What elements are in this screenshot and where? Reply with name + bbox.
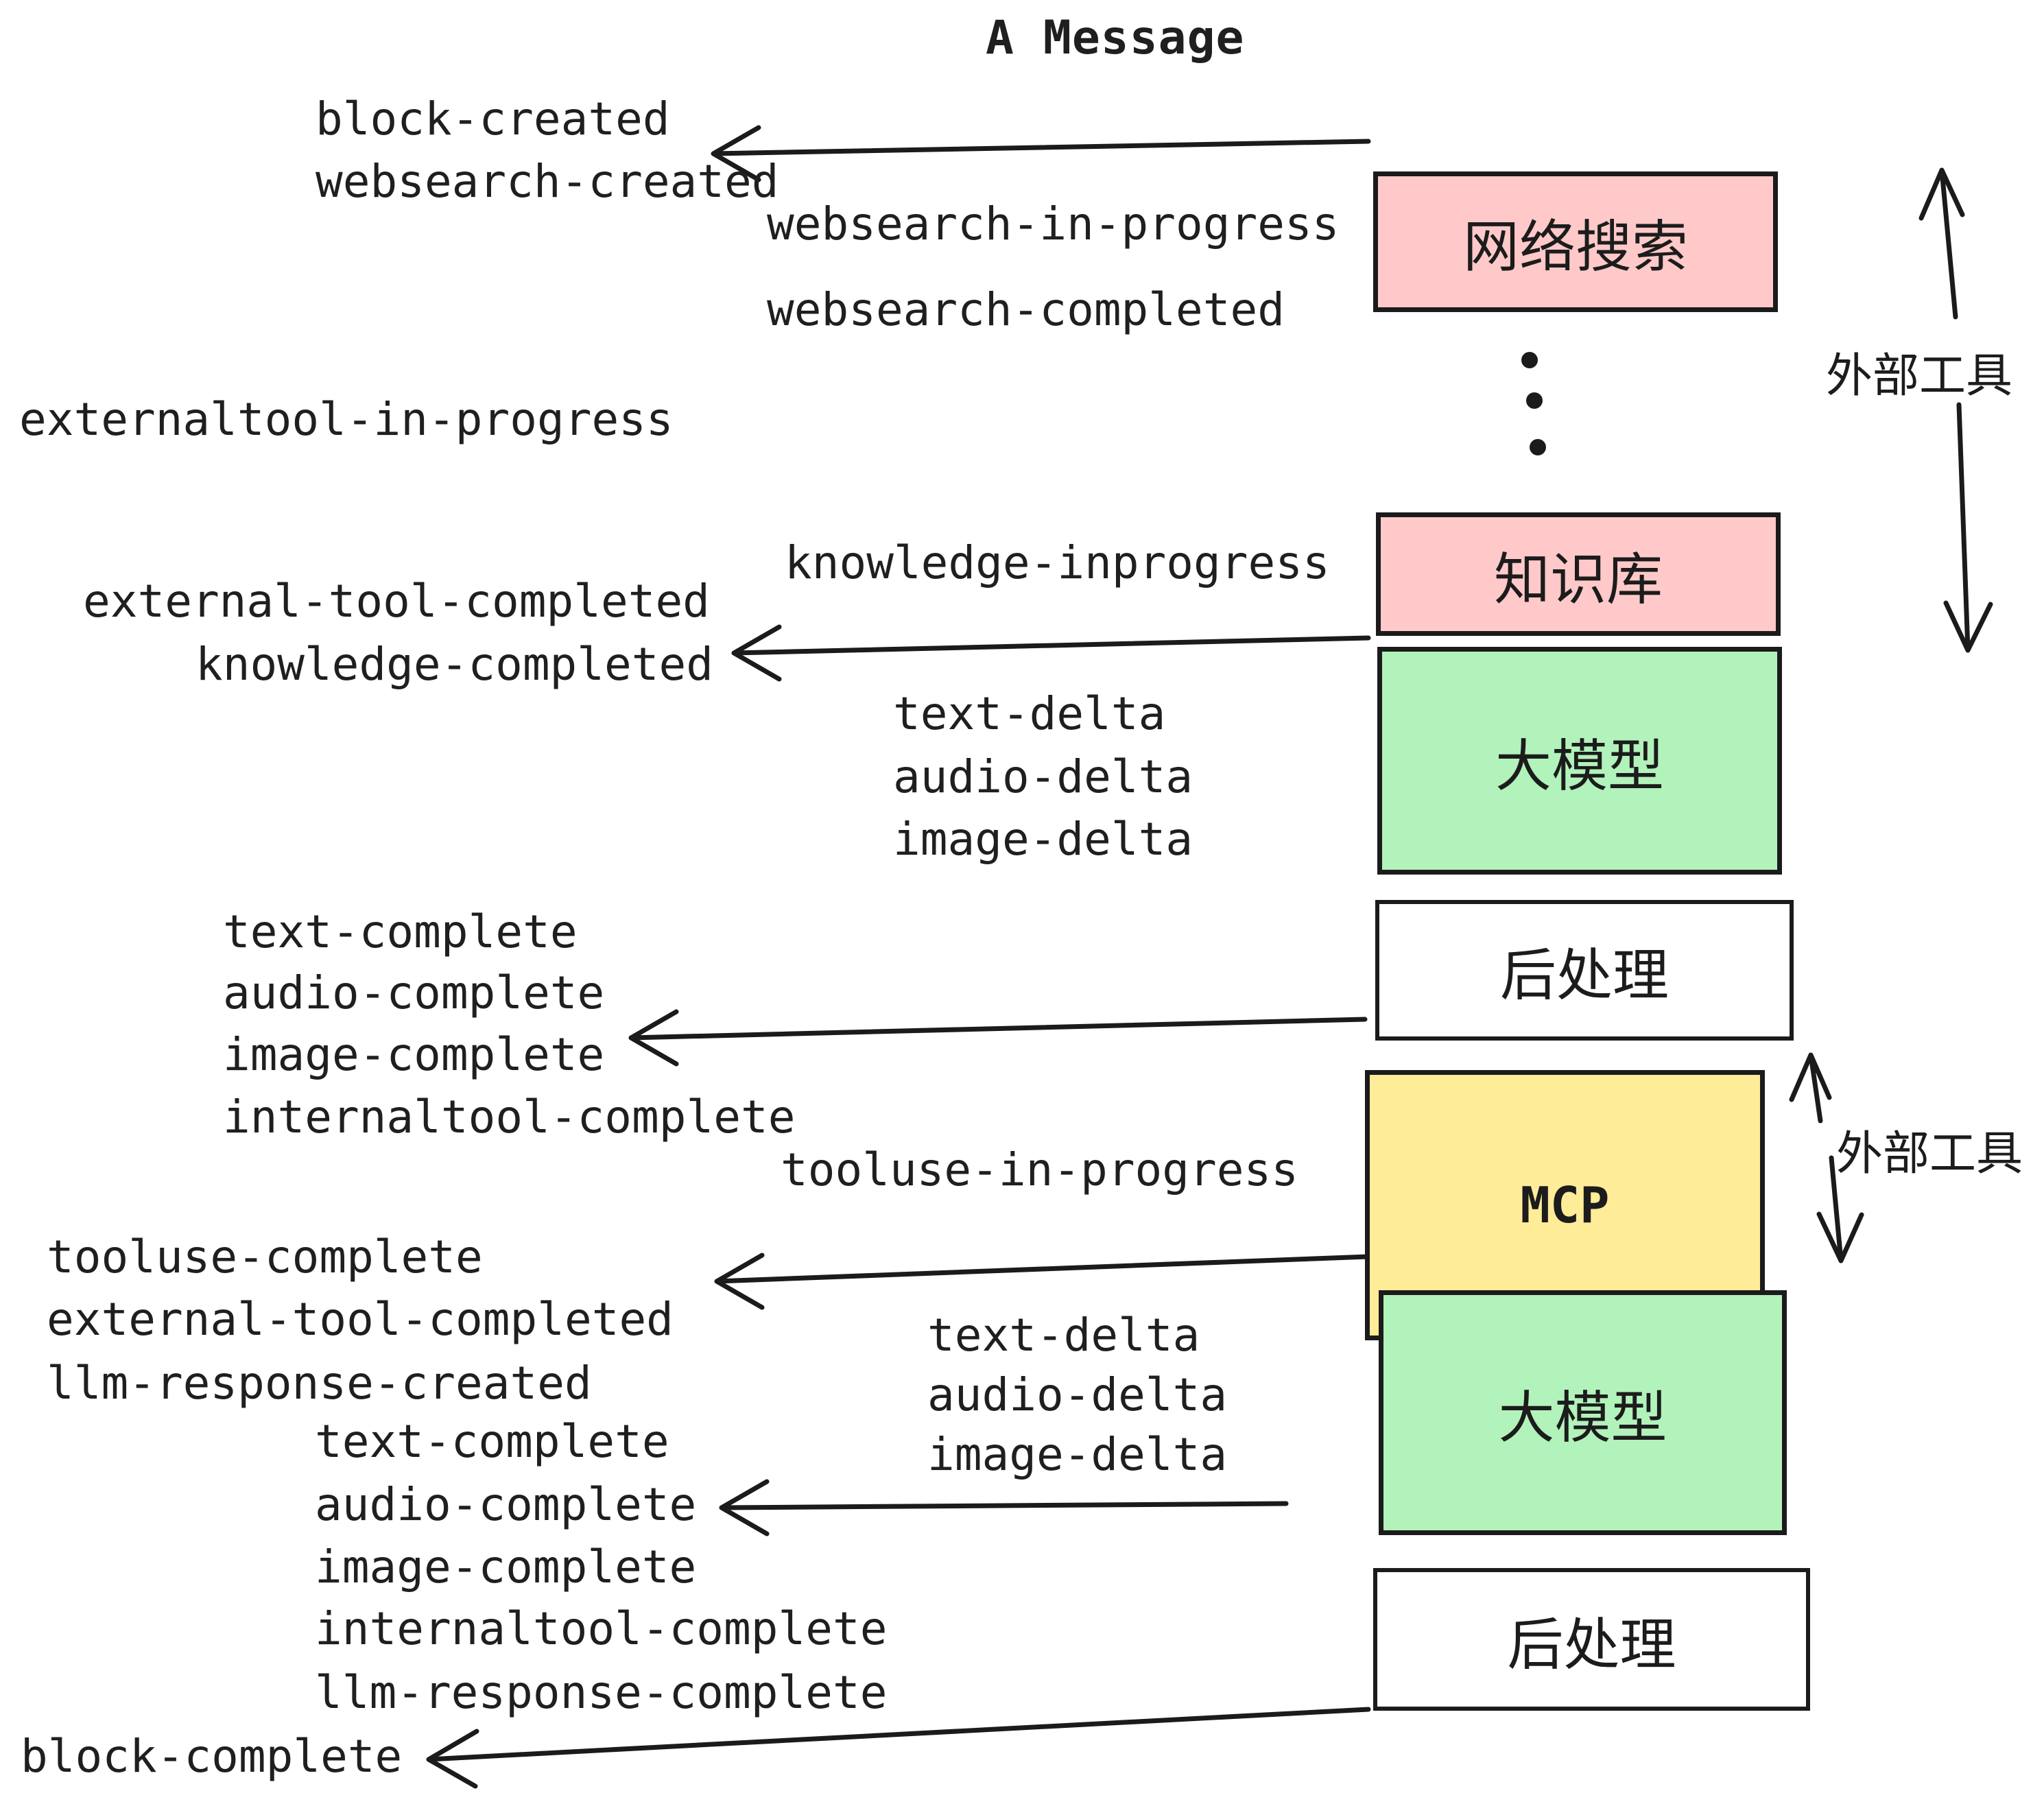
event-image-delta: image-delta [893, 813, 1193, 866]
event-block-complete: block-complete [21, 1730, 403, 1783]
event-external-tool-completed-2: external-tool-completed [47, 1293, 674, 1346]
event-internaltool-complete: internaltool-complete [223, 1091, 796, 1143]
event-image-delta-2: image-delta [927, 1428, 1228, 1481]
box-llm-2: 大模型 [1379, 1290, 1787, 1535]
box-knowledge-base-label: 知识库 [1493, 547, 1663, 613]
arrow-left-icon [719, 1479, 1289, 1536]
box-llm-1-label: 大模型 [1495, 733, 1664, 799]
event-audio-complete-2: audio-complete [315, 1478, 697, 1531]
event-internaltool-complete-2: internaltool-complete [315, 1602, 888, 1655]
arrow-up-icon [1789, 1052, 1832, 1124]
arrow-left-icon [628, 1009, 1368, 1067]
external-tools-label-top: 外部工具 [1826, 349, 2013, 403]
arrow-left-icon [426, 1707, 1371, 1789]
arrow-left-icon [731, 624, 1371, 682]
box-post-processing-1-label: 后处理 [1499, 943, 1669, 1008]
box-mcp-label: MCP [1520, 1176, 1610, 1234]
box-llm-1: 大模型 [1377, 647, 1782, 875]
event-llm-response-complete: llm-response-complete [315, 1666, 888, 1719]
box-post-processing-2: 后处理 [1373, 1568, 1810, 1711]
event-websearch-in-progress: websearch-in-progress [767, 198, 1340, 250]
arrow-left-icon [714, 1253, 1371, 1310]
external-tools-label-bottom: 外部工具 [1836, 1127, 2023, 1181]
event-text-delta: text-delta [893, 687, 1166, 740]
event-websearch-completed: websearch-completed [767, 283, 1285, 336]
event-text-delta-2: text-delta [927, 1309, 1200, 1362]
event-tooluse-complete: tooluse-complete [47, 1231, 483, 1283]
event-knowledge-completed: knowledge-completed [195, 638, 713, 691]
event-text-complete-2: text-complete [315, 1415, 669, 1468]
event-block-created: block-created [316, 93, 670, 145]
page-title: A Message [986, 11, 1245, 65]
box-llm-2-label: 大模型 [1498, 1386, 1667, 1451]
event-externaltool-in-progress: externaltool-in-progress [19, 393, 674, 446]
event-text-complete: text-complete [223, 905, 578, 958]
event-websearch-created: websearch-created [316, 155, 779, 208]
arrow-down-icon [1943, 402, 1993, 653]
box-knowledge-base: 知识库 [1376, 512, 1781, 636]
box-websearch: 网络搜索 [1373, 171, 1778, 312]
event-tooluse-in-progress: tooluse-in-progress [781, 1143, 1298, 1196]
event-knowledge-inprogress: knowledge-inprogress [785, 536, 1330, 589]
box-post-processing-1: 后处理 [1375, 900, 1794, 1041]
event-image-complete-2: image-complete [315, 1541, 697, 1593]
box-websearch-label: 网络搜索 [1462, 215, 1688, 280]
box-post-processing-2-label: 后处理 [1507, 1612, 1676, 1678]
event-audio-delta: audio-delta [893, 750, 1193, 803]
arrow-left-icon [711, 125, 1371, 182]
event-image-complete: image-complete [223, 1028, 605, 1081]
event-audio-complete: audio-complete [223, 966, 605, 1019]
arrow-up-icon [1918, 167, 1965, 320]
event-audio-delta-2: audio-delta [927, 1368, 1228, 1421]
ellipsis-vertical-icon [1521, 352, 1546, 455]
event-llm-response-created: llm-response-created [47, 1357, 592, 1410]
event-external-tool-completed: external-tool-completed [83, 575, 710, 628]
